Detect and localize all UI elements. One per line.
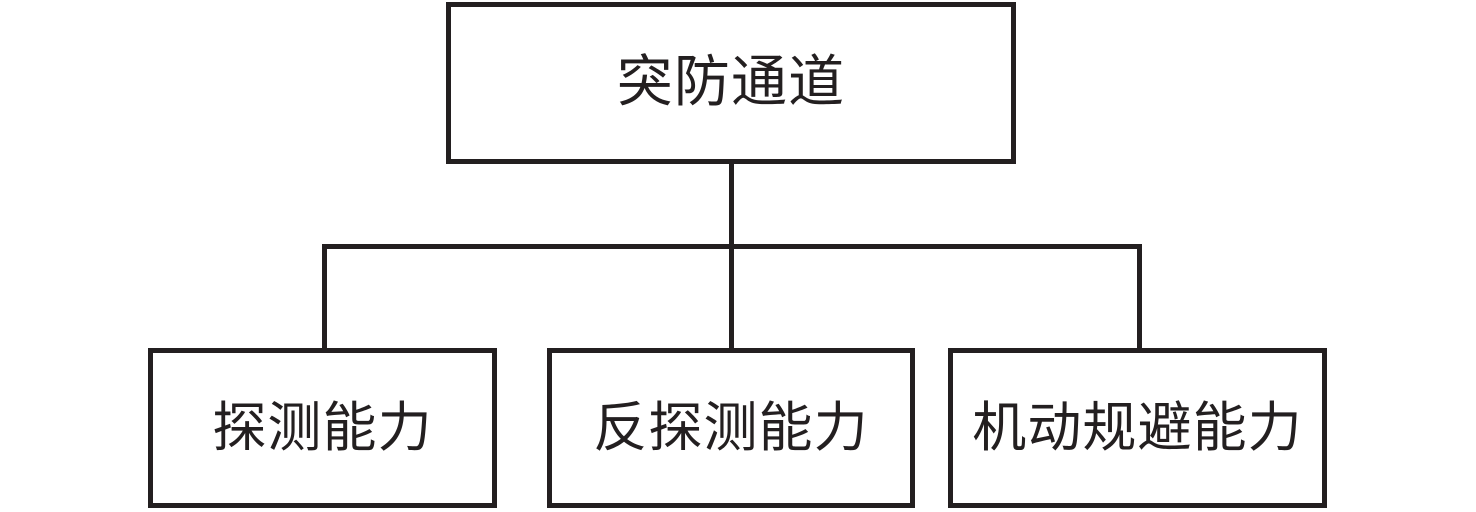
- connector-root-stem: [729, 161, 734, 249]
- node-root-label: 突防通道: [616, 50, 846, 115]
- node-child-detection-box[interactable]: 探测能力: [148, 348, 497, 508]
- node-child-maneuver-evasion-box[interactable]: 机动规避能力: [948, 348, 1327, 508]
- node-child-anti-detection-label: 反探测能力: [593, 396, 869, 459]
- connector-drop-to-child-0: [322, 244, 327, 352]
- node-child-anti-detection-box[interactable]: 反探测能力: [547, 348, 915, 508]
- connector-drop-to-child-2: [1137, 244, 1142, 352]
- node-root-box[interactable]: 突防通道: [446, 2, 1016, 164]
- connector-drop-to-child-1: [729, 244, 734, 352]
- node-child-detection-label: 探测能力: [212, 396, 433, 459]
- node-child-maneuver-evasion-label: 机动规避能力: [972, 396, 1303, 459]
